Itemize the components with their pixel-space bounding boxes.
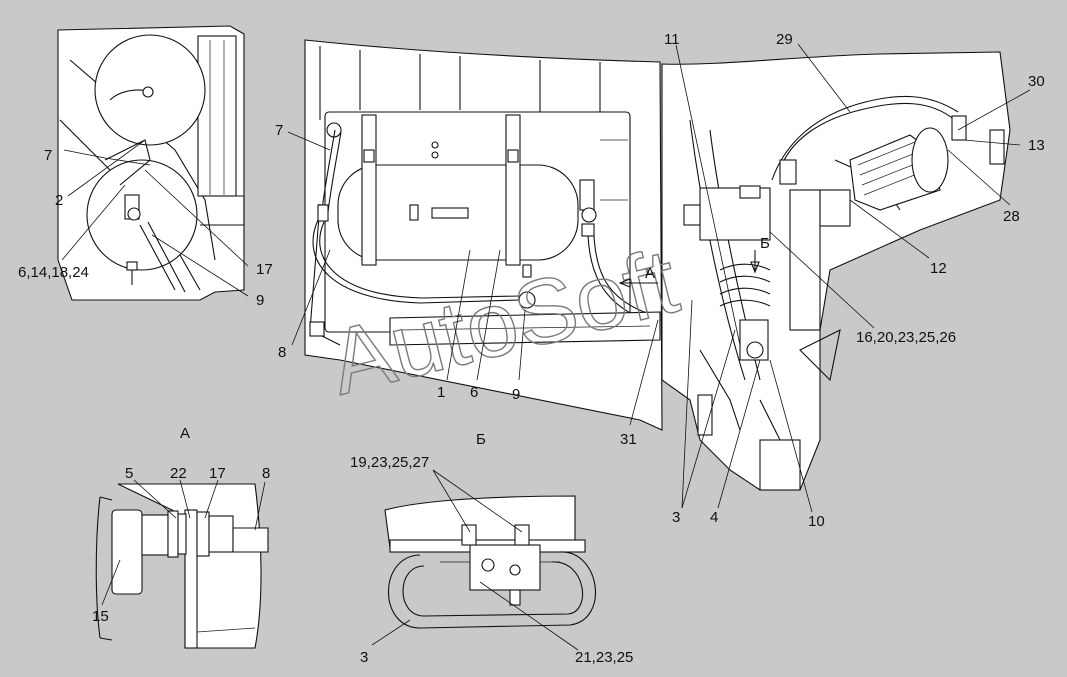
callout-13: 13 [1028, 137, 1045, 154]
callouts: 7 2 6,14,18,24 17 9 7 8 1 6 9 31 11 29 3… [18, 31, 1045, 666]
lower-air-tank-end [86, 159, 198, 271]
view-b-arrow-label: Б [760, 235, 770, 252]
view-a-arrow-label: А [645, 265, 655, 282]
callout-1: 1 [437, 384, 445, 401]
callout-6-14-18-24: 6,14,18,24 [18, 264, 89, 281]
callout-11: 11 [664, 31, 680, 48]
callout-9-left: 9 [256, 292, 264, 309]
callout-17-a: 17 [209, 465, 226, 482]
callout-7-left: 7 [44, 147, 52, 164]
view-b-arrow-icon [750, 250, 760, 274]
callout-17-left: 17 [256, 261, 273, 278]
callout-7-main: 7 [275, 122, 283, 139]
callout-9-main: 9 [512, 386, 520, 403]
callout-30: 30 [1028, 73, 1045, 90]
view-a [95, 483, 269, 649]
left-side-view [57, 25, 245, 301]
valve-block [469, 544, 541, 591]
callout-3-b: 3 [360, 649, 368, 666]
leader-lines [61, 43, 1031, 651]
callout-16-20-23-25-26: 16,20,23,25,26 [856, 329, 956, 346]
callout-31: 31 [620, 431, 637, 448]
view-b [384, 495, 596, 629]
connector-15 [111, 509, 143, 595]
main-view [304, 39, 663, 431]
view-a-arrow-icon [618, 278, 658, 288]
view-a-label: А [180, 425, 190, 442]
callout-4: 4 [710, 509, 718, 526]
callout-5: 5 [125, 465, 133, 482]
main-view-right [661, 51, 1011, 491]
callout-28: 28 [1003, 208, 1020, 225]
callout-15: 15 [92, 608, 109, 625]
callout-21-23-25: 21,23,25 [575, 649, 633, 666]
view-b-label: Б [476, 431, 486, 448]
callout-3-main: 3 [672, 509, 680, 526]
callout-29: 29 [776, 31, 793, 48]
callout-10: 10 [808, 513, 825, 530]
callout-6-main: 6 [470, 384, 478, 401]
callout-19-23-25-27: 19,23,25,27 [350, 454, 429, 471]
callout-8-main: 8 [278, 344, 286, 361]
callout-8-a: 8 [262, 465, 270, 482]
callout-22: 22 [170, 465, 187, 482]
callout-2: 2 [55, 192, 63, 209]
callout-12: 12 [930, 260, 947, 277]
